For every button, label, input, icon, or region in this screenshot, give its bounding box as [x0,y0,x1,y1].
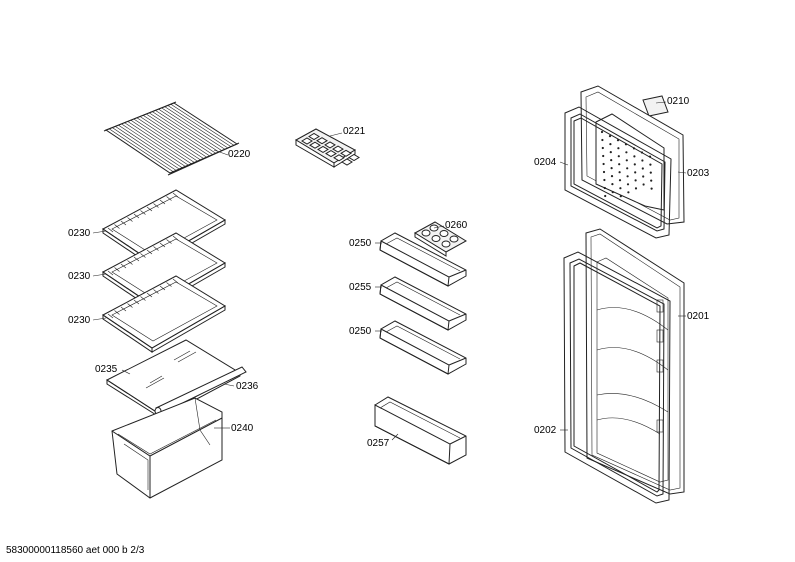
glass-shelves-drawing [102,189,226,353]
crisper-drawer-drawing [111,397,223,499]
leader-lines [92,101,687,441]
freezer-gasket-drawing [564,106,672,239]
part-label-0236: 0236 [236,381,259,392]
label-plate-drawing [642,95,669,117]
part-label-0250-bottom: 0250 [349,326,372,337]
part-label-0220: 0220 [228,149,251,160]
freezer-door-drawing [580,85,685,225]
part-label-0250-top: 0250 [349,238,372,249]
part-label-0203: 0203 [687,168,710,179]
fridge-gasket-drawing [563,251,671,504]
ice-cube-tray-drawing [295,128,360,168]
bottle-shelf-drawing [374,396,467,465]
part-label-0204: 0204 [534,157,557,168]
part-label-0235: 0235 [95,364,118,375]
part-label-0255: 0255 [349,282,372,293]
part-label-0257: 0257 [367,438,390,449]
wire-shelf-drawing [103,101,240,176]
part-label-0201: 0201 [687,311,710,322]
part-label-0202: 0202 [534,425,557,436]
part-label-0210: 0210 [667,96,690,107]
part-label-0240: 0240 [231,423,254,434]
part-label-0230-bottom: 0230 [68,315,91,326]
egg-tray-drawing [414,221,467,257]
document-id: 58300000118560 aet 000 b 2/3 [6,545,145,556]
part-label-0230-middle: 0230 [68,271,91,282]
door-shelves-drawing [379,232,467,375]
part-label-0230-top: 0230 [68,228,91,239]
part-label-0221: 0221 [343,126,366,137]
part-label-0260: 0260 [445,220,468,231]
